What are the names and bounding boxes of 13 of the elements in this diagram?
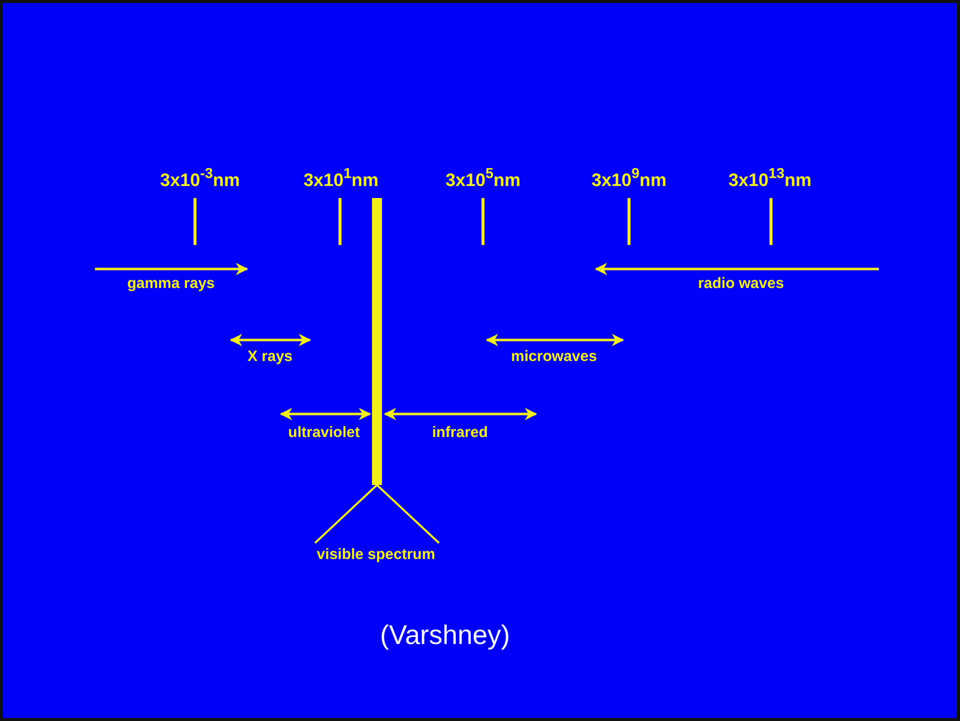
spectrum-range-label: visible spectrum — [316, 546, 436, 563]
wavelength-value: 3x10$^{9}$nm — [591, 170, 667, 191]
wavelength-value: 3x10$^{5}$nm — [445, 170, 521, 191]
spectrum-range-label: microwaves — [511, 348, 597, 365]
spectrum-range-label: gamma rays — [127, 275, 215, 292]
spectrum-range-label: radio waves — [698, 275, 784, 292]
source-note: (Varshney) — [380, 620, 510, 651]
wavelength-value: 3x10$^{1}$nm — [303, 170, 379, 191]
spectrum-range-label: infrared — [432, 424, 488, 441]
spectrum-range-label: ultraviolet — [288, 424, 360, 441]
wavelength-value: 3x10$^{13}$nm — [728, 170, 812, 191]
spectrum-range-label: X rays — [247, 348, 293, 365]
wavelength-value: 3x10$^{-3}$nm — [160, 170, 240, 191]
